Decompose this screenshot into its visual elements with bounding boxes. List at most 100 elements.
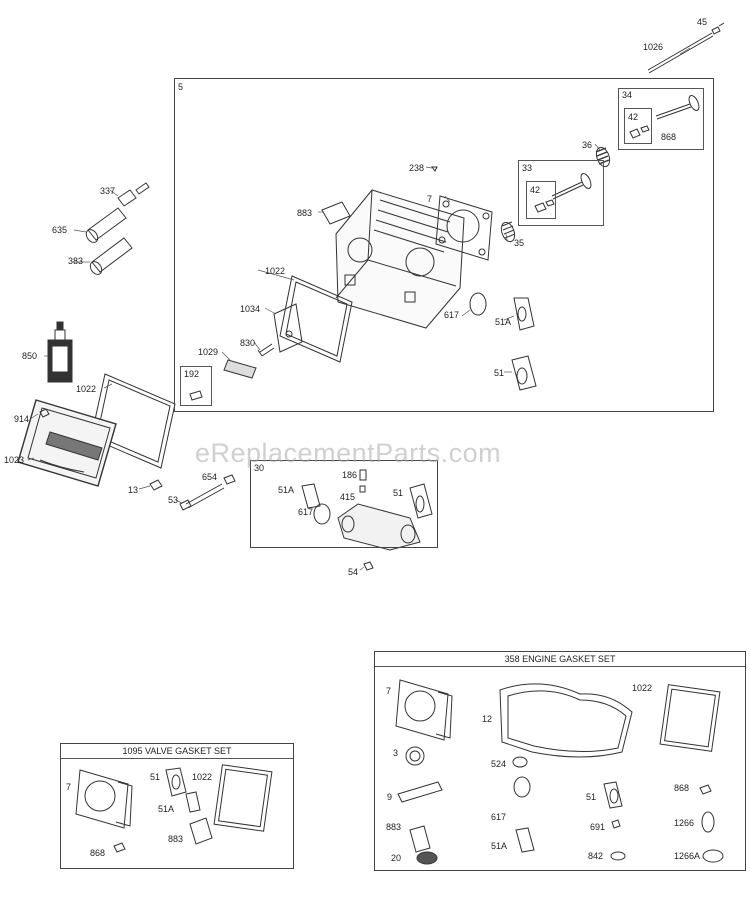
engine-gasket-set-box: 358 ENGINE GASKET SET — [374, 651, 746, 871]
valve-set-seal-868 — [113, 842, 126, 853]
callout-830[interactable]: 830 — [240, 338, 256, 348]
callout-engine-set-12[interactable]: 12 — [482, 714, 493, 724]
callout-45[interactable]: 45 — [697, 17, 708, 27]
callout-engine-set-7[interactable]: 7 — [386, 686, 392, 696]
callout-valve-set-51[interactable]: 51 — [150, 772, 161, 782]
callout-51a[interactable]: 51A — [495, 317, 512, 327]
callout-engine-set-1022[interactable]: 1022 — [632, 683, 653, 693]
callout-383[interactable]: 383 — [68, 256, 84, 266]
callout-54[interactable]: 54 — [348, 567, 359, 577]
callout-51a-box30[interactable]: 51A — [278, 485, 295, 495]
callout-1022-main[interactable]: 1022 — [265, 266, 286, 276]
callout-valve-set-1022[interactable]: 1022 — [192, 772, 213, 782]
keeper-42b — [629, 128, 641, 139]
oring-617-engine — [513, 776, 531, 798]
crankcase-gasket-12 — [499, 683, 633, 758]
box-192-number: 192 — [184, 369, 200, 379]
valve-set-gasket-883 — [189, 817, 213, 845]
bracket-1034 — [273, 303, 303, 353]
callout-53[interactable]: 53 — [168, 495, 179, 505]
callout-valve-set-868[interactable]: 868 — [90, 848, 106, 858]
callout-51-box30[interactable]: 51 — [393, 488, 404, 498]
callout-engine-set-1266a[interactable]: 1266A — [674, 851, 701, 861]
bolt-914 — [39, 408, 50, 418]
callout-engine-set-51a[interactable]: 51A — [491, 841, 508, 851]
callout-36[interactable]: 36 — [582, 140, 593, 150]
main-assembly-box — [174, 78, 714, 412]
boot-383 — [89, 237, 133, 275]
head-gasket-7 — [435, 195, 493, 261]
watermark: eReplacementParts.com — [195, 438, 502, 468]
oring-617-box30 — [313, 503, 331, 525]
callout-13[interactable]: 13 — [128, 485, 139, 495]
callout-883[interactable]: 883 — [297, 208, 313, 218]
sealant-tube-850 — [47, 321, 73, 383]
callout-1022-left[interactable]: 1022 — [76, 384, 97, 394]
engine-set-gasket-51a — [515, 827, 535, 853]
box-30-number: 30 — [254, 463, 265, 473]
callout-engine-set-1266[interactable]: 1266 — [674, 818, 695, 828]
valve-set-gasket-1022 — [213, 764, 273, 832]
callout-engine-set-3[interactable]: 3 — [393, 748, 399, 758]
callout-654[interactable]: 654 — [202, 472, 218, 482]
keeper-42a — [534, 202, 547, 213]
callout-engine-set-524[interactable]: 524 — [491, 759, 507, 769]
oring-1266 — [701, 811, 715, 833]
callout-engine-set-842[interactable]: 842 — [588, 851, 604, 861]
part-192 — [189, 390, 203, 401]
screw-54 — [363, 561, 374, 571]
nut-654 — [223, 474, 236, 485]
callout-engine-set-617[interactable]: 617 — [491, 812, 507, 822]
valve-gasket-set-title: 1095 VALVE GASKET SET — [61, 744, 293, 759]
callout-415[interactable]: 415 — [340, 492, 356, 502]
callout-35[interactable]: 35 — [514, 238, 525, 248]
callout-engine-set-691[interactable]: 691 — [590, 822, 606, 832]
box-42a-number: 42 — [530, 185, 541, 195]
callout-868[interactable]: 868 — [661, 132, 677, 142]
callout-7[interactable]: 7 — [427, 194, 433, 204]
callout-850[interactable]: 850 — [22, 351, 38, 361]
valve-33 — [551, 173, 592, 200]
fitting-186 — [359, 469, 367, 481]
valve-34 — [655, 95, 700, 120]
rod-end-45 — [711, 26, 721, 35]
seal-20 — [416, 851, 438, 865]
part-238 — [431, 166, 438, 172]
callout-valve-set-51a[interactable]: 51A — [158, 804, 175, 814]
callout-914[interactable]: 914 — [14, 414, 30, 424]
engine-set-gasket-51 — [603, 781, 623, 809]
callout-engine-set-51[interactable]: 51 — [586, 792, 597, 802]
callout-valve-set-883[interactable]: 883 — [168, 834, 184, 844]
callout-1026[interactable]: 1026 — [643, 42, 664, 52]
callout-186[interactable]: 186 — [342, 470, 358, 480]
seal-3 — [405, 746, 425, 766]
spring-36 — [595, 146, 611, 168]
stud-53 — [179, 483, 225, 511]
callout-635[interactable]: 635 — [52, 225, 68, 235]
callout-valve-set-7[interactable]: 7 — [66, 782, 72, 792]
box-192 — [180, 366, 212, 406]
oring-617-main — [469, 292, 487, 316]
callout-617[interactable]: 617 — [444, 310, 460, 320]
callout-617-box30[interactable]: 617 — [298, 507, 314, 517]
callout-1034[interactable]: 1034 — [240, 304, 261, 314]
valve-set-head-gasket-7 — [75, 769, 133, 829]
callout-1023[interactable]: 1023 — [4, 455, 25, 465]
engine-gasket-set-title: 358 ENGINE GASKET SET — [375, 652, 745, 667]
box-33 — [518, 160, 604, 226]
callout-238[interactable]: 238 — [409, 163, 425, 173]
callout-engine-set-9[interactable]: 9 — [387, 792, 393, 802]
intake-manifold — [337, 503, 421, 551]
box-42b — [624, 108, 652, 144]
gasket-9 — [397, 781, 443, 803]
valve-gasket-set-box: 1095 VALVE GASKET SET — [60, 743, 294, 869]
callout-337[interactable]: 337 — [100, 186, 116, 196]
callout-engine-set-20[interactable]: 20 — [391, 853, 402, 863]
valve-set-gasket-51 — [165, 767, 187, 797]
callout-engine-set-883[interactable]: 883 — [386, 822, 402, 832]
callout-engine-set-868[interactable]: 868 — [674, 783, 690, 793]
callout-51[interactable]: 51 — [494, 368, 505, 378]
callout-1029[interactable]: 1029 — [198, 347, 219, 357]
engine-set-seal-868 — [699, 784, 712, 795]
